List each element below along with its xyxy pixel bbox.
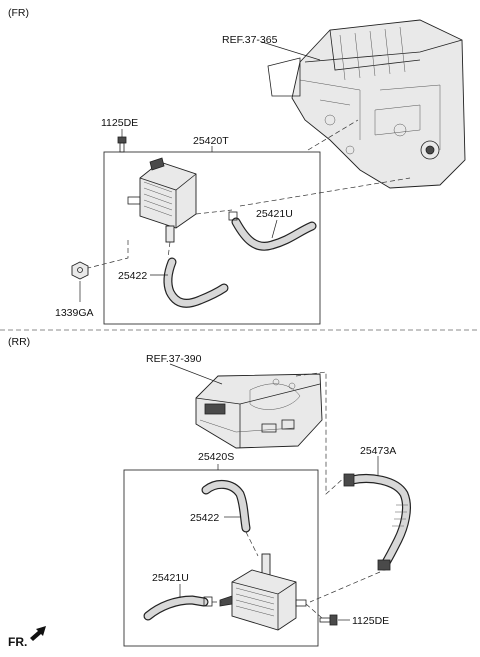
hose-25422-front[interactable] (163, 257, 229, 308)
motor-assembly-front[interactable] (267, 19, 466, 189)
hose-lower-label-front[interactable]: 25422 (118, 270, 147, 282)
direction-label: FR. (8, 635, 27, 649)
hose-upper-leader-front (271, 219, 278, 239)
bolt-label-front[interactable]: 1125DE (101, 117, 138, 129)
hose-25421u-rear[interactable] (143, 595, 213, 621)
ref-label-rear[interactable]: REF.37-390 (146, 353, 202, 365)
dash-cooler-hose-u (195, 209, 233, 215)
ref-label-front[interactable]: REF.37-365 (222, 34, 278, 46)
dash-ext-cooler (309, 571, 381, 603)
inverter-assembly-rear[interactable] (195, 373, 323, 449)
oil-cooler-rear[interactable] (219, 553, 307, 631)
dash-nut-front (79, 240, 129, 271)
dash-link-front-a (307, 119, 359, 151)
bolt-label-rear[interactable]: 1125DE (352, 615, 389, 627)
group-label-front[interactable]: 25420T (193, 135, 229, 147)
hose-lower-label-rear[interactable]: 25421U (152, 572, 189, 584)
direction-arrow-icon (30, 626, 46, 641)
dash-cooler-hose (167, 241, 171, 259)
bolt-rear[interactable] (319, 614, 338, 626)
hose-25473a[interactable] (343, 473, 411, 571)
hose-25421u-front[interactable] (228, 211, 317, 251)
bolt-front[interactable] (117, 136, 127, 153)
nut-front[interactable] (71, 261, 89, 280)
group-box-rear (123, 469, 319, 647)
dash-bolt-rear (305, 603, 323, 619)
dash-link-front-b (239, 177, 411, 207)
dash-hose-cooler-rear (245, 531, 259, 557)
oil-cooler-front[interactable] (127, 157, 197, 243)
hose-25422-rear[interactable] (201, 480, 251, 533)
ref-leader-rear (169, 363, 223, 385)
dash-link-rear-a (295, 371, 347, 495)
nut-label-front[interactable]: 1339GA (55, 307, 94, 319)
section-tag-rear: (RR) (8, 336, 30, 348)
ref-leader-front (261, 41, 321, 61)
group-label-rear[interactable]: 25420S (198, 451, 234, 463)
hose-upper-label-rear[interactable]: 25422 (190, 512, 219, 524)
section-tag-front: (FR) (8, 7, 29, 19)
hose-upper-label-front[interactable]: 25421U (256, 208, 293, 220)
hose-ext-label[interactable]: 25473A (360, 445, 396, 457)
